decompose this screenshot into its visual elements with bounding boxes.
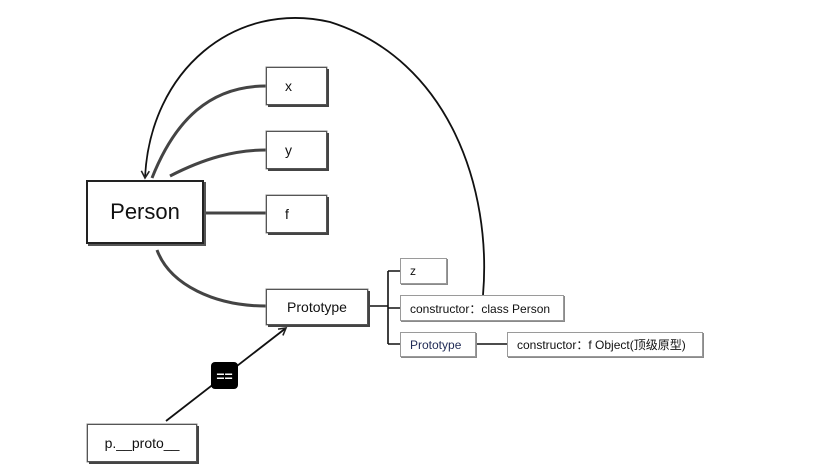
node-x: x xyxy=(266,67,327,105)
node-z-label: z xyxy=(410,264,416,278)
node-prototype-inner-label: Prototype xyxy=(410,337,462,352)
node-f: f xyxy=(266,195,327,233)
node-p-proto: p.__proto__ xyxy=(87,424,197,462)
node-y-label: y xyxy=(285,142,292,158)
node-p-proto-label: p.__proto__ xyxy=(104,435,180,451)
edge-prototype-bracket xyxy=(368,270,400,345)
node-x-label: x xyxy=(285,78,292,94)
node-constructor-object-label: constructor：f Object(顶级原型) xyxy=(517,338,686,352)
node-prototype: Prototype xyxy=(266,289,368,325)
node-person-label: Person xyxy=(110,199,180,224)
edge-person-x xyxy=(150,84,267,179)
node-y: y xyxy=(266,131,327,169)
node-f-label: f xyxy=(285,206,289,222)
equals-badge-label: == xyxy=(216,367,233,384)
node-constructor-person: constructor：class Person xyxy=(400,295,564,321)
equals-badge: == xyxy=(211,362,238,389)
node-constructor-object: constructor：f Object(顶级原型) xyxy=(507,332,703,357)
node-prototype-inner: Prototype xyxy=(400,332,476,357)
node-person: Person xyxy=(86,180,204,244)
edge-person-y xyxy=(169,148,267,178)
node-constructor-person-label: constructor：class Person xyxy=(410,301,551,316)
edge-person-prototype xyxy=(155,249,267,308)
node-prototype-label: Prototype xyxy=(287,299,347,315)
node-z: z xyxy=(400,258,447,284)
